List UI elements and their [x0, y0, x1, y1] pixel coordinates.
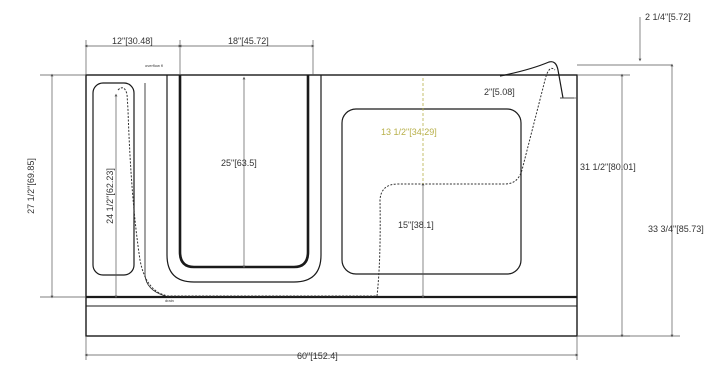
- drain-callout: drain: [165, 298, 174, 303]
- dim-right-inner-height: 31 1/2"[80.01]: [580, 162, 636, 172]
- overflow-callout: overflow fl: [145, 63, 163, 68]
- tub-outline: [85, 74, 578, 337]
- dim-door-height: 25"[63.5]: [221, 158, 257, 168]
- dim-left-height: 27 1/2"[69.85]: [26, 158, 36, 214]
- dim-top-left-width: 12"[30.48]: [112, 36, 153, 46]
- dim-armrest-height: 24 1/2"[62.23]: [105, 168, 115, 224]
- dim-top-right-offset: 2 1/4"[5.72]: [645, 12, 691, 22]
- door-outer: [166, 75, 322, 283]
- overflow-fitting: [499, 61, 564, 99]
- dim-overall-length: 60"[152.4]: [297, 351, 338, 361]
- dim-seat-lower: 15"[38.1]: [398, 220, 434, 230]
- dim-step-offset: 2"[5.08]: [484, 87, 515, 97]
- backrest-profile: [117, 67, 556, 297]
- dimension-lines: [40, 17, 680, 360]
- tub-body: [85, 74, 578, 337]
- left-armrest: [92, 82, 135, 276]
- dim-overall-height: 33 3/4"[85.73]: [648, 224, 704, 234]
- seat-panel: [341, 108, 522, 275]
- dim-door-width: 18"[45.72]: [228, 36, 269, 46]
- tub-inner-floor: [144, 83, 166, 297]
- dim-seat-upper: 13 1/2"[34.29]: [381, 127, 437, 137]
